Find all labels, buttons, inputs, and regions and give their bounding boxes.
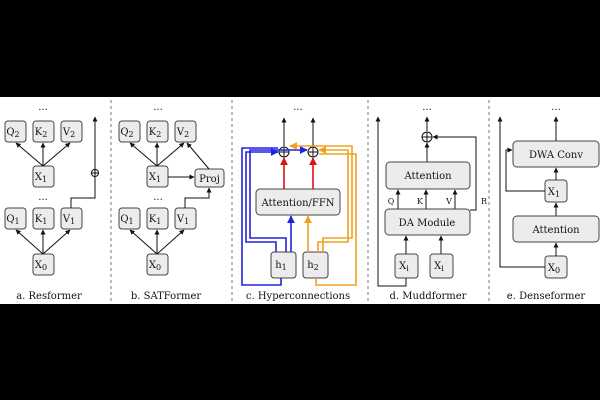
k-label: K bbox=[417, 197, 424, 206]
attention-label: Attention bbox=[403, 171, 452, 182]
q2-label: Q2 bbox=[120, 127, 133, 139]
caption-resformer: a. Resformer bbox=[16, 291, 82, 302]
xi-right-label: Xi bbox=[434, 261, 444, 273]
q1-box bbox=[118, 207, 141, 230]
q1-label: Q1 bbox=[6, 214, 19, 226]
proj-box bbox=[194, 168, 225, 188]
panel-denseformer: ... DWA Conv X1 Attention X0 e. Densefor… bbox=[497, 102, 600, 302]
q1-box bbox=[4, 207, 27, 230]
q-label: Q bbox=[388, 197, 395, 206]
ellipsis-top: ... bbox=[551, 102, 561, 113]
r-label: R bbox=[481, 197, 488, 206]
q1-label: Q1 bbox=[120, 214, 133, 226]
attention-ffn-label: Attention/FFN bbox=[260, 198, 334, 209]
proj-label: Proj bbox=[199, 174, 220, 185]
k1-box bbox=[146, 207, 169, 230]
ellipsis-mid: ... bbox=[38, 192, 48, 203]
v1-label: V1 bbox=[176, 214, 189, 226]
q2-label: Q2 bbox=[6, 127, 19, 139]
ellipsis-top: ... bbox=[38, 102, 48, 113]
caption-hyperconnections: c. Hyperconnections bbox=[246, 291, 350, 302]
da-module-box bbox=[384, 208, 471, 236]
xi-left-label: Xi bbox=[399, 261, 409, 273]
caption-denseformer: e. Denseformer bbox=[507, 291, 586, 302]
v2-label: V2 bbox=[176, 127, 189, 139]
x1-label: X1 bbox=[548, 187, 560, 199]
ellipsis-mid: ... bbox=[153, 192, 163, 203]
v-label: V bbox=[445, 197, 452, 206]
v2-box bbox=[174, 120, 197, 143]
panel-satformer: ... Q2 K2 V2 X1 Proj ... Q1 K1 V1 X0 b. … bbox=[118, 102, 225, 302]
x0-label: X0 bbox=[35, 260, 47, 272]
caption-muddformer: d. Muddformer bbox=[390, 291, 467, 302]
plus-icon: ⊕ bbox=[90, 166, 101, 181]
attention-box bbox=[385, 161, 471, 190]
q2-box bbox=[118, 120, 141, 143]
x0-label: X0 bbox=[149, 260, 161, 272]
attention-label: Attention bbox=[531, 225, 580, 236]
k2-label: K2 bbox=[149, 127, 162, 139]
ellipsis-top: ... bbox=[153, 102, 163, 113]
k2-box bbox=[32, 120, 55, 143]
x0-label: X0 bbox=[548, 263, 560, 275]
dwa-conv-box bbox=[512, 140, 600, 168]
k1-box bbox=[32, 207, 55, 230]
ellipsis-top: ... bbox=[293, 102, 303, 113]
panel-resformer: ... Q2 K2 V2 X1 ... Q1 K1 V1 X0 ⊕ a. Res… bbox=[4, 102, 101, 302]
v2-label: V2 bbox=[62, 127, 75, 139]
ellipsis-top: ... bbox=[422, 102, 432, 113]
panel-hyperconnections: ... Attention/FFN h1 h2 c. Hyperconnecti… bbox=[241, 102, 357, 302]
attention-ffn-box bbox=[255, 188, 341, 216]
caption-satformer: b. SATFormer bbox=[131, 291, 202, 302]
q2-box bbox=[4, 120, 27, 143]
h1-box bbox=[270, 251, 297, 279]
k2-label: K2 bbox=[35, 127, 48, 139]
h2-label: h2 bbox=[307, 260, 319, 272]
h1-label: h1 bbox=[275, 260, 287, 272]
v1-label: V1 bbox=[62, 214, 75, 226]
k2-box bbox=[146, 120, 169, 143]
da-module-label: DA Module bbox=[399, 218, 456, 229]
x1-label: X1 bbox=[149, 172, 161, 184]
k1-label: K1 bbox=[35, 214, 48, 226]
panel-muddformer: ... Attention Q K V R DA Module Xi Xi d.… bbox=[375, 102, 488, 302]
attention-box bbox=[512, 215, 600, 243]
v2-box bbox=[60, 120, 83, 143]
dwa-conv-label: DWA Conv bbox=[529, 150, 583, 161]
x1-label: X1 bbox=[35, 172, 47, 184]
k1-label: K1 bbox=[149, 214, 162, 226]
